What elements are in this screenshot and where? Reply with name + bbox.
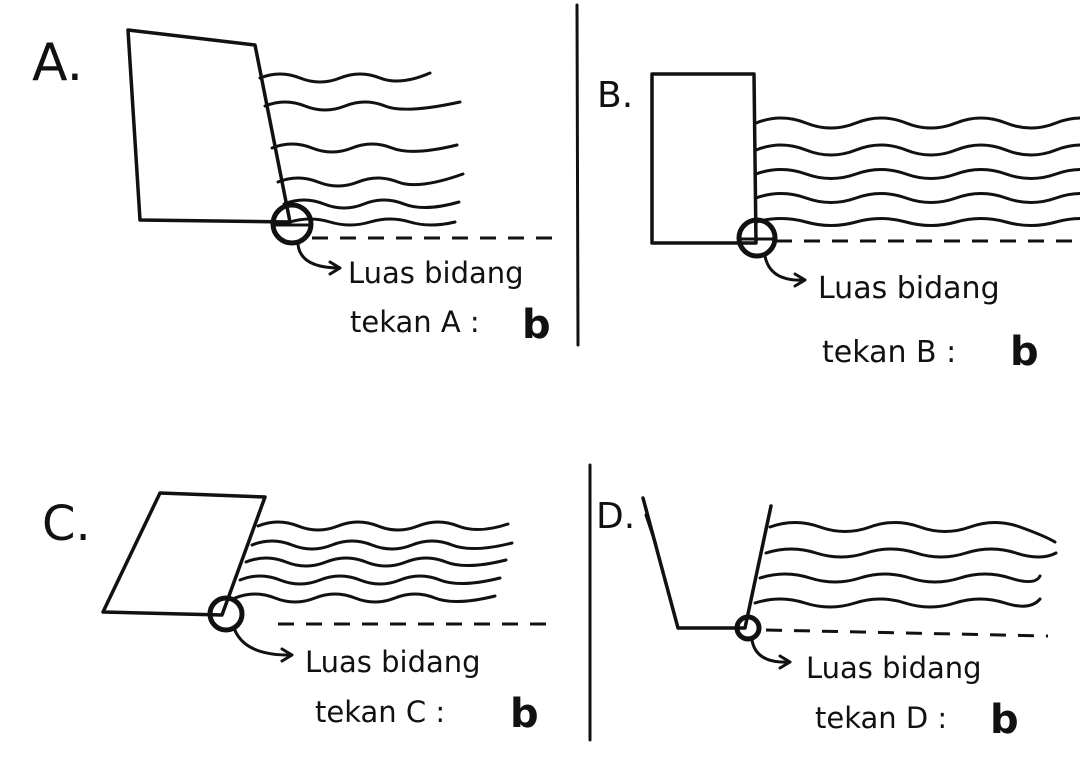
panel-a-dam (126, 28, 292, 224)
panel-a-water (258, 71, 465, 227)
panel-b-dam (650, 72, 758, 245)
panel-a-caption-2: tekan A : (350, 305, 480, 339)
panel-c-pressure-point (207, 595, 245, 633)
panel-b-water (754, 116, 1080, 227)
panel-c: C. Luas bidang tekan C : b (42, 491, 548, 737)
panel-d-caption-1: Luas bidang (806, 651, 982, 685)
panel-c-water (233, 520, 514, 604)
panel-c-caption-1: Luas bidang (305, 645, 481, 679)
panel-c-answer: b (510, 691, 539, 737)
panel-d-pressure-point (734, 614, 762, 642)
panel-c-label: C. (42, 496, 91, 552)
panel-d-label: D. (596, 496, 635, 537)
panel-a-answer: b (522, 302, 551, 348)
panel-d-dashed-level (765, 628, 1049, 638)
panel-b-caption-2: tekan B : (822, 335, 956, 370)
panel-d-water (753, 521, 1058, 609)
panel-d-dam (641, 496, 773, 630)
panel-d-answer: b (990, 697, 1019, 743)
panel-c-arrow (232, 626, 294, 663)
panel-a-caption-1: Luas bidang (348, 256, 524, 290)
vertical-divider-top (575, 3, 580, 347)
panel-c-dam (101, 491, 267, 617)
panel-d-arrow (750, 638, 792, 670)
panel-b-pressure-point (736, 217, 778, 259)
panel-c-caption-2: tekan C : (315, 695, 445, 729)
panel-b: B. Luas bidang tekan B : b (597, 72, 1080, 375)
panel-b-caption-1: Luas bidang (818, 271, 1000, 306)
panel-b-answer: b (1010, 329, 1039, 375)
panel-d-dam-mark (644, 513, 658, 547)
panel-a-label: A. (32, 33, 83, 93)
panel-a: A. Luas bidang tekan A : b (32, 28, 556, 348)
panel-d-caption-2: tekan D : (815, 701, 947, 735)
panel-d: D. Luas bidang tekan D : b (596, 496, 1058, 743)
panel-b-label: B. (597, 75, 633, 116)
panel-a-arrow (296, 242, 342, 276)
panel-b-arrow (763, 254, 807, 288)
